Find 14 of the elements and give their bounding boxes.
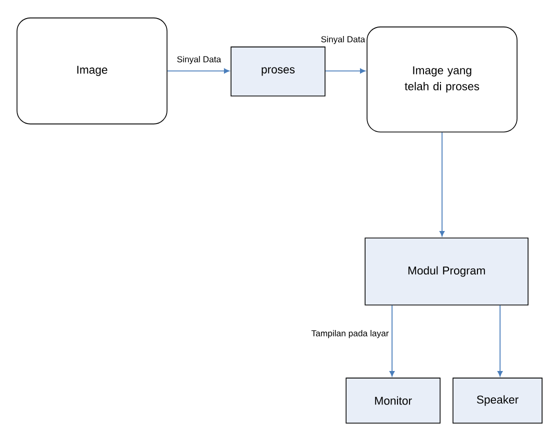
rounded-box: Image	[16, 18, 168, 124]
process-box: proses	[230, 46, 326, 96]
arrow	[166, 68, 230, 74]
arrow	[324, 68, 366, 74]
edge-label: Tampilan pada layar	[310, 329, 390, 339]
arrow	[498, 304, 503, 376]
edge-label: Sinyal Data	[320, 35, 366, 45]
arrow	[439, 132, 445, 236]
process-box: Monitor	[346, 378, 441, 424]
process-box: Speaker	[452, 378, 542, 424]
arrow	[389, 304, 395, 376]
edge-label: Sinyal Data	[176, 55, 222, 65]
rounded-box: Image yang telah di proses	[366, 26, 518, 132]
process-box: Modul Program	[364, 238, 528, 306]
